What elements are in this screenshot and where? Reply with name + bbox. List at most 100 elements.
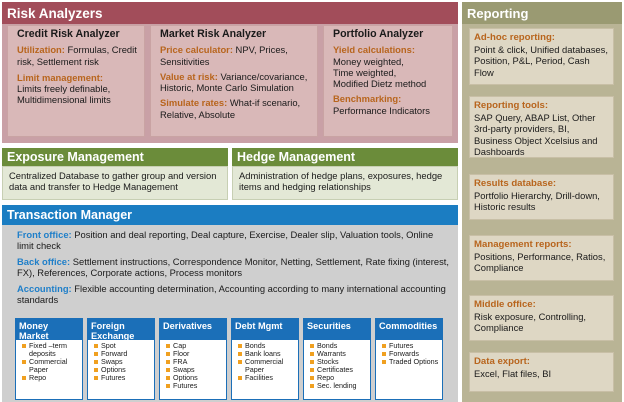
middle-office-text: Risk exposure, Controlling, Compliance: [474, 311, 587, 334]
management-reports-box: Management reports: Positions, Performan…: [469, 235, 614, 281]
hedge-panel: Hedge Management Administration of hedge…: [232, 148, 458, 200]
tm-body: Front office: Position and deal reportin…: [2, 225, 458, 306]
category-item: Futures: [165, 382, 224, 390]
price-calc-text: Price calculator: NPV, Prices, Sensitivi…: [160, 44, 310, 67]
category-title: Debt Mgmt: [232, 319, 298, 340]
category-item: Options: [165, 374, 224, 382]
limit-value: Limits freely definable, Multidimensiona…: [17, 83, 111, 106]
front-office-text: Front office: Position and deal reportin…: [17, 229, 450, 252]
reporting-tools-box: Reporting tools: SAP Query, ABAP List, O…: [469, 96, 614, 158]
bench-label: Benchmarking:: [333, 93, 402, 105]
portfolio-card: Portfolio Analyzer Yield calculations: M…: [323, 25, 453, 137]
category-item: Floor: [165, 350, 224, 358]
category-item: Repo: [309, 374, 368, 382]
utilization-value: Formulas, Credit risk, Settlement risk: [17, 44, 137, 67]
back-office-label: Back office:: [17, 255, 71, 267]
back-office-text: Back office: Settlement instructions, Co…: [17, 256, 450, 279]
simulate-text: Simulate rates: What-if scenario, Relati…: [160, 97, 310, 120]
category-title: Securities: [304, 319, 370, 340]
yield-line-3: Modified Dietz method: [333, 78, 427, 90]
category-item: Fixed –term deposits: [21, 342, 80, 358]
price-calc-label: Price calculator:: [160, 44, 233, 56]
middle-office-title: Middle office:: [474, 299, 536, 310]
portfolio-title: Portfolio Analyzer: [333, 28, 424, 40]
adhoc-title: Ad-hoc reporting:: [474, 32, 556, 43]
yield-label: Yield calculations:: [333, 44, 415, 56]
var-text: Value at risk: Variance/covariance, Hist…: [160, 71, 310, 94]
middle-office-box: Middle office: Risk exposure, Controllin…: [469, 295, 614, 341]
hedge-header: Hedge Management: [232, 148, 458, 166]
category-item: Traded Options: [381, 358, 440, 366]
back-office-value: Settlement instructions, Correspondence …: [17, 255, 449, 279]
limit-label: Limit management:: [17, 71, 103, 83]
category-item: Commercial Paper: [21, 358, 80, 374]
accounting-label: Accounting:: [17, 282, 72, 294]
results-text: Portfolio Hierarchy, Drill-down, Histori…: [474, 190, 600, 213]
credit-risk-card: Credit Risk Analyzer Utilization: Formul…: [7, 25, 145, 137]
tm-header: Transaction Manager: [2, 205, 458, 225]
var-label: Value at risk:: [160, 70, 218, 82]
risk-analyzers-header: Risk Analyzers: [2, 2, 458, 24]
reporting-title: Reporting: [467, 6, 529, 21]
category-item: Repo: [21, 374, 80, 382]
data-export-text: Excel, Flat files, BI: [474, 368, 552, 380]
category-item: Futures: [93, 374, 152, 382]
simulate-label: Simulate rates:: [160, 97, 228, 109]
category-item: Cap: [165, 342, 224, 350]
tm-title: Transaction Manager: [7, 208, 133, 222]
mgmt-reports-text: Positions, Performance, Ratios, Complian…: [474, 251, 606, 274]
category-item: Spot: [93, 342, 152, 350]
simulate-value: What-if scenario, Relative, Absolute: [160, 97, 301, 120]
category-item: Options: [93, 366, 152, 374]
front-office-value: Position and deal reporting, Deal captur…: [17, 229, 434, 252]
utilization-text: Utilization: Formulas, Credit risk, Sett…: [17, 44, 137, 67]
market-risk-title: Market Risk Analyzer: [160, 28, 267, 40]
category-item: FRA: [165, 358, 224, 366]
front-office-label: Front office:: [17, 229, 72, 240]
category-item: Sec. lending: [309, 382, 368, 390]
hedge-title: Hedge Management: [237, 150, 356, 164]
market-risk-card: Market Risk Analyzer Price calculator: N…: [150, 25, 318, 137]
risk-analyzers-panel: Risk Analyzers Credit Risk Analyzer Util…: [2, 2, 458, 143]
category-item: Bonds: [309, 342, 368, 350]
category-item: Certificates: [309, 366, 368, 374]
results-title: Results database:: [474, 178, 557, 189]
accounting-text: Accounting: Flexible accounting determin…: [17, 283, 450, 306]
mgmt-reports-title: Management reports:: [474, 239, 572, 250]
category-title: Foreign Exchange: [88, 319, 154, 341]
reporting-header: Reporting: [462, 2, 622, 24]
reporting-tools-title: Reporting tools:: [474, 100, 549, 111]
data-export-title: Data export:: [474, 356, 530, 367]
category-item: Stocks: [309, 358, 368, 366]
category-item: Futures: [381, 342, 440, 350]
yield-line-2: Time weighted,: [333, 66, 397, 78]
category-item: Warrants: [309, 350, 368, 358]
category-title: Money Market: [16, 319, 82, 341]
adhoc-text: Point & click, Unified databases, Positi…: [474, 44, 608, 78]
credit-risk-title: Credit Risk Analyzer: [17, 28, 120, 40]
risk-analyzers-title: Risk Analyzers: [7, 6, 103, 21]
var-value: Variance/covariance, Historic, Monte Car…: [160, 70, 308, 94]
category-item: Commercial Paper: [237, 358, 296, 374]
exposure-text: Centralized Database to gather group and…: [9, 170, 217, 193]
bench-value: Performance Indicators: [333, 104, 430, 116]
exposure-header: Exposure Management: [2, 148, 228, 166]
hedge-body: Administration of hedge plans, exposures…: [232, 166, 458, 200]
category-item: Swaps: [93, 358, 152, 366]
data-export-box: Data export: Excel, Flat files, BI: [469, 352, 614, 392]
category-item: Facilities: [237, 374, 296, 382]
price-calc-value: NPV, Prices, Sensitivities: [160, 44, 288, 67]
adhoc-reporting-box: Ad-hoc reporting: Point & click, Unified…: [469, 28, 614, 85]
results-database-box: Results database: Portfolio Hierarchy, D…: [469, 174, 614, 220]
exposure-panel: Exposure Management Centralized Database…: [2, 148, 228, 200]
category-item: Swaps: [165, 366, 224, 374]
hedge-text: Administration of hedge plans, exposures…: [239, 170, 443, 193]
